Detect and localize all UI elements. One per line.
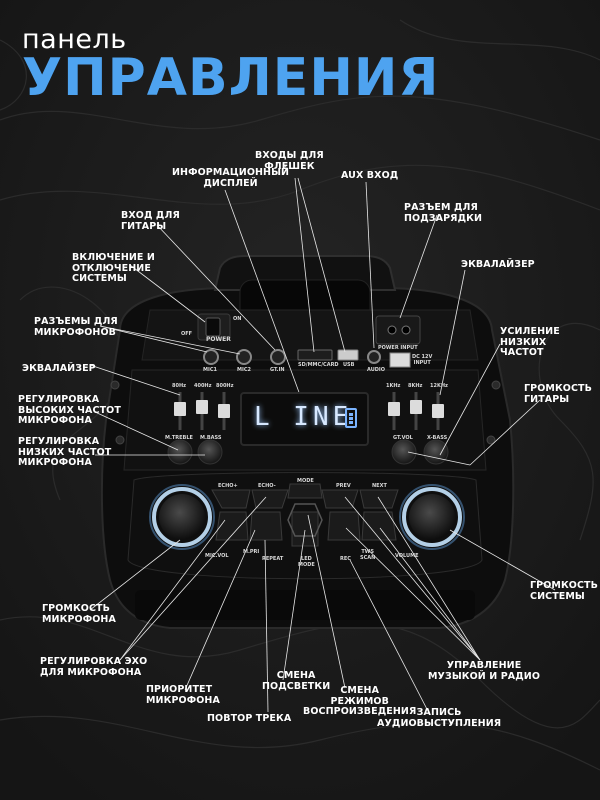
battery-icon xyxy=(345,408,357,428)
hz800-text: 800Hz xyxy=(216,383,234,389)
label-usb-inputs: ВХОДЫ ДЛЯ ФЛЕШЕК xyxy=(255,150,324,172)
off-text: OFF xyxy=(181,331,193,337)
sd-slot xyxy=(297,349,333,361)
tws-text: TWS SCAN xyxy=(360,549,376,561)
leader-lines xyxy=(89,177,556,716)
mbass-text: M.BASS xyxy=(200,435,222,441)
label-aux: AUX ВХОД xyxy=(341,170,399,181)
system-volume-wheel xyxy=(409,494,455,540)
usb-port xyxy=(337,349,359,361)
label-music-ctrl: УПРАВЛЕНИЕ МУЗЫКОЙ И РАДИО xyxy=(428,660,541,682)
label-power: ВКЛЮЧЕНИЕ И ОТКЛЮЧЕНИЕ СИСТЕМЫ xyxy=(72,252,155,284)
label-mic-jacks: РАЗЪЕМЫ ДЛЯ МИКРОФОНОВ xyxy=(34,316,118,338)
label-eq-right: ЭКВАЛАЙЗЕР xyxy=(461,259,535,270)
mpri-text: M.PRI xyxy=(243,549,260,555)
mic-bass-knob xyxy=(197,439,223,465)
mtreble-text: M.TREBLE xyxy=(165,435,193,441)
mic-volume-wheel xyxy=(159,494,205,540)
mic2-text: MIC2 xyxy=(237,367,251,373)
label-led-mode: СМЕНА ПОДСВЕТКИ xyxy=(262,670,331,692)
charge-port xyxy=(375,315,421,345)
hz80-text: 80Hz xyxy=(172,383,187,389)
label-bass-boost: УСИЛЕНИЕ НИЗКИХ ЧАСТОТ xyxy=(500,326,560,358)
aux-port xyxy=(367,350,381,364)
power-input-text: POWER INPUT xyxy=(378,345,418,351)
gtin-text: GT.IN xyxy=(270,367,285,373)
label-system-vol: ГРОМКОСТЬ СИСТЕМЫ xyxy=(530,580,598,602)
dc-input xyxy=(389,352,411,368)
on-text: ON xyxy=(233,316,242,322)
label-play-mode: СМЕНА РЕЖИМОВ ВОСПРОИЗВЕДЕНИЯ xyxy=(303,685,417,717)
mic1-jack xyxy=(203,349,219,365)
xbass-knob xyxy=(423,439,449,465)
mic1-text: MIC1 xyxy=(203,367,217,373)
volume-text: VOLUME xyxy=(395,553,419,559)
label-guitar-in: ВХОД ДЛЯ ГИТАРЫ xyxy=(121,210,180,232)
label-info-display: ИНФОРМАЦИОННЫЙ ДИСПЛЕЙ xyxy=(172,167,290,189)
led-mode-text: LED MODE xyxy=(298,556,315,568)
sd-text: SD/MMC/CARD xyxy=(298,362,339,368)
gtvol-text: GT.VOL xyxy=(393,435,413,441)
xbass-text: X-BASS xyxy=(427,435,448,441)
next-text: NEXT xyxy=(372,483,387,489)
label-charge: РАЗЪЕМ ДЛЯ ПОДЗАРЯДКИ xyxy=(404,202,483,224)
info-display: L INE xyxy=(240,392,369,446)
prev-text: PREV xyxy=(336,483,351,489)
hz1k-text: 1KHz xyxy=(386,383,401,389)
echo-minus-text: ECHO- xyxy=(258,483,276,489)
mode-text: MODE xyxy=(297,478,314,484)
label-mic-vol: ГРОМКОСТЬ МИКРОФОНА xyxy=(42,603,116,625)
label-mic-bass: РЕГУЛИРОВКА НИЗКИХ ЧАСТОТ МИКРОФОНА xyxy=(18,436,112,468)
guitar-jack xyxy=(270,349,286,365)
hz400-text: 400Hz xyxy=(194,383,212,389)
repeat-text: REPEAT xyxy=(262,556,284,562)
display-text: L INE xyxy=(254,402,353,432)
hz8k-text: 8KHz xyxy=(408,383,423,389)
dc-text: DC 12V INPUT xyxy=(412,354,433,366)
label-repeat: ПОВТОР ТРЕКА xyxy=(207,713,292,724)
label-eq-left: ЭКВАЛАЙЗЕР xyxy=(22,363,96,374)
label-recording: ЗАПИСЬ АУДИОВЫСТУПЛЕНИЯ xyxy=(377,707,502,729)
hz12k-text: 12KHz xyxy=(430,383,448,389)
audio-text: AUDIO xyxy=(367,367,386,373)
usb-text: USB xyxy=(343,362,355,368)
power-text: POWER xyxy=(206,336,231,343)
title-line1: панель xyxy=(22,24,127,55)
label-mic-priority: ПРИОРИТЕТ МИКРОФОНА xyxy=(146,684,220,706)
label-mic-treble: РЕГУЛИРОВКА ВЫСОКИХ ЧАСТОТ МИКРОФОНА xyxy=(18,394,121,426)
rec-text: REC xyxy=(340,556,351,562)
label-echo: РЕГУЛИРОВКА ЭХО ДЛЯ МИКРОФОНА xyxy=(40,656,148,678)
mic2-jack xyxy=(236,349,252,365)
title-line2: УПРАВЛЕНИЯ xyxy=(22,48,440,108)
label-guitar-vol: ГРОМКОСТЬ ГИТАРЫ xyxy=(524,383,592,405)
micvol-text: MIC.VOL xyxy=(205,553,229,559)
guitar-volume-knob xyxy=(391,439,417,465)
mic-treble-knob xyxy=(167,439,193,465)
echo-plus-text: ECHO+ xyxy=(218,483,238,489)
